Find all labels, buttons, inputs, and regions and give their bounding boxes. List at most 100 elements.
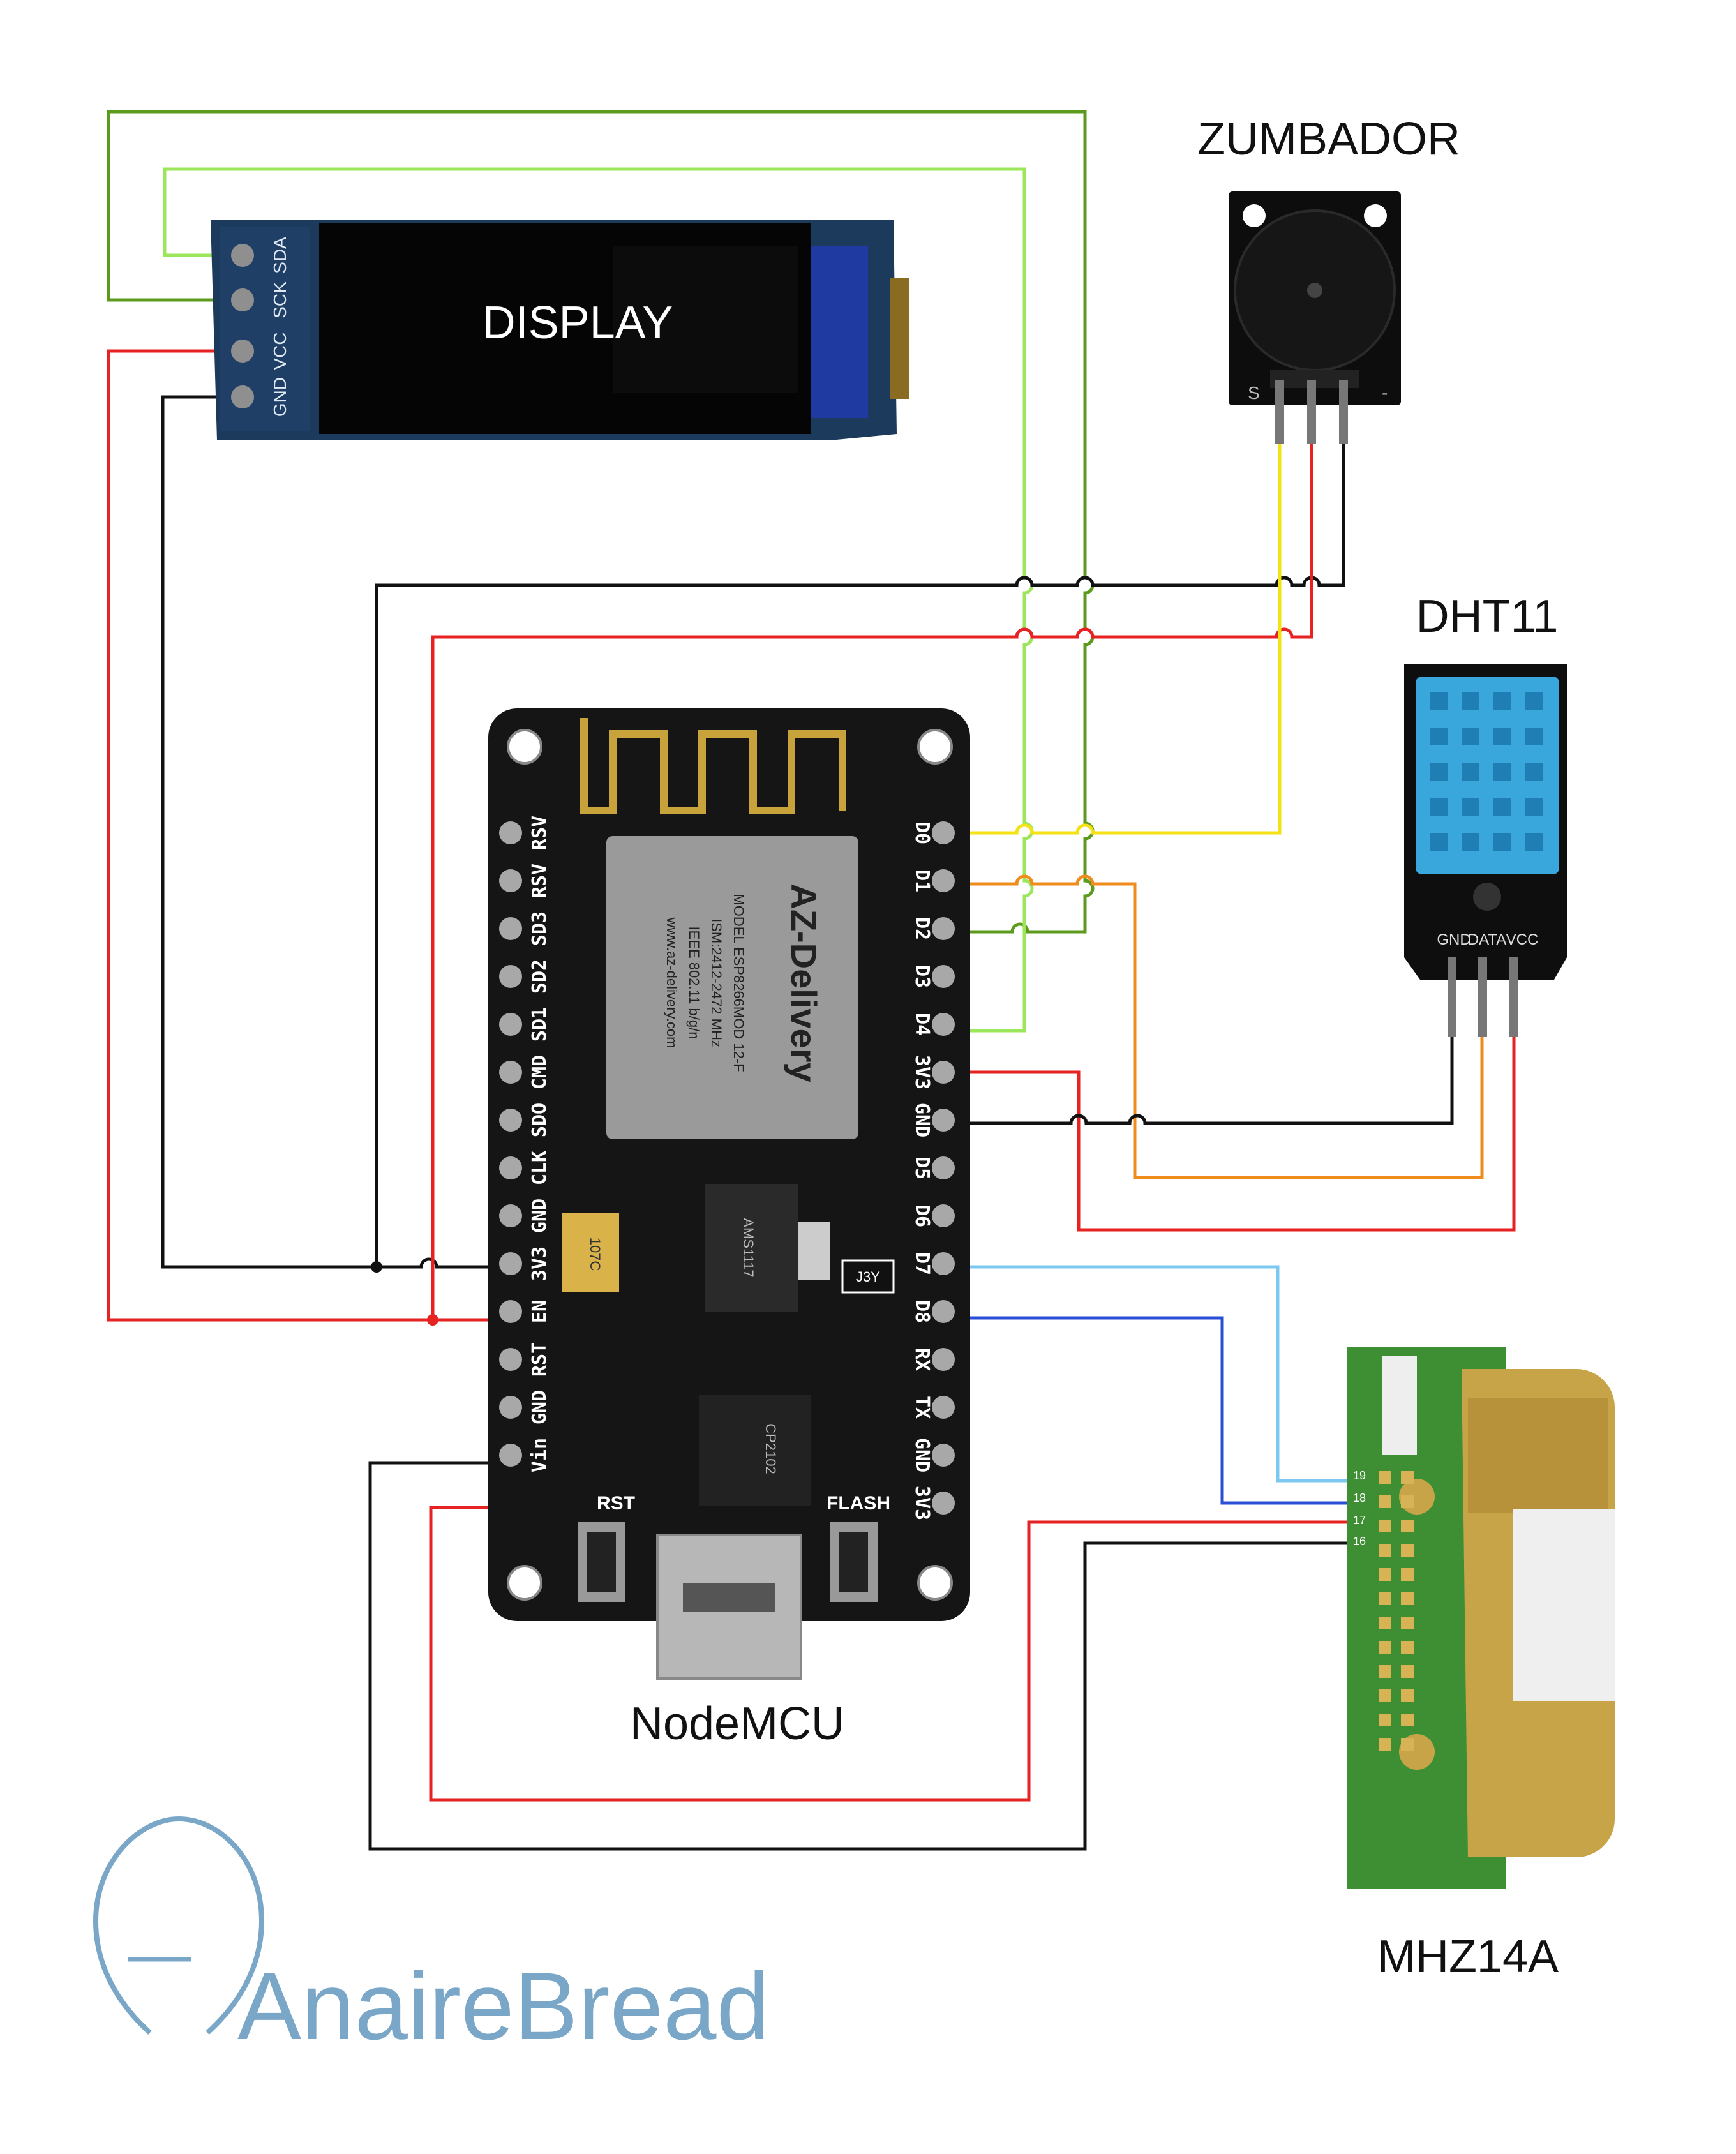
junction-dots [371, 1261, 438, 1326]
display-pin-label-sda: SDA [270, 237, 290, 274]
anaire-logo: AnaireBread [93, 1816, 770, 2060]
co2-pad [1401, 1665, 1414, 1678]
buzzer-module: ZUMBADOR S - [1197, 114, 1460, 444]
esp-ieee: IEEE 802.11 b/g/n [686, 927, 702, 1040]
logo-text: AnaireBread [237, 1952, 770, 2060]
mcu-pin-left-gnd-8 [499, 1204, 522, 1227]
co2-pad [1379, 1544, 1391, 1557]
co2-pad [1401, 1738, 1414, 1751]
mcu-pin-left-rsv-0 [499, 821, 522, 844]
display-pin-sck [231, 288, 254, 311]
display-pin-label-gnd: GND [270, 377, 290, 417]
wire-oled-vcc [107, 349, 493, 1322]
wire-oled-gnd [161, 395, 493, 1269]
mcu-pin-left-rst-11 [499, 1348, 522, 1371]
mcu-pin-label-right-10: D8 [911, 1300, 933, 1323]
mcu-pin-left-gnd-12 [499, 1396, 522, 1419]
wire-dht-vcc [951, 1034, 1516, 1232]
usb-chip-text: CP2102 [763, 1423, 779, 1474]
mcu-pin-label-right-7: D5 [911, 1156, 933, 1179]
mcu-pin-label-left-4: SD1 [528, 1007, 551, 1042]
diode-label: J3Y [856, 1269, 880, 1285]
mcu-pin-label-right-0: D0 [911, 821, 933, 844]
wire-co2-vcc [429, 1506, 1353, 1802]
co2-pin-19: 19 [1353, 1469, 1366, 1482]
mcu-pin-right-rx-11 [932, 1348, 955, 1371]
wire-co2-gnd [368, 1461, 1353, 1851]
co2-pin-17: 17 [1353, 1514, 1366, 1527]
buzzer-pin-s: S [1248, 383, 1260, 403]
display-title: DISPLAY [483, 297, 673, 348]
mcu-pin-right-d6-8 [932, 1204, 955, 1227]
co2-pad [1379, 1665, 1391, 1678]
mcu-pin-label-right-4: D4 [911, 1013, 933, 1036]
co2-pad [1379, 1471, 1391, 1484]
mcu-pin-label-left-7: CLK [528, 1151, 551, 1185]
mcu-pin-label-right-9: D7 [911, 1252, 933, 1275]
mcu-pin-label-right-2: D2 [911, 917, 933, 940]
mcu-pin-label-left-3: SD2 [528, 959, 551, 994]
mcu-pin-label-right-3: D3 [911, 965, 933, 988]
display-pin-vcc [231, 340, 254, 363]
mcu-pin-label-left-13: Vin [528, 1438, 551, 1472]
co2-pad [1379, 1617, 1391, 1629]
co2-pad [1401, 1617, 1414, 1629]
buzzer-title: ZUMBADOR [1197, 114, 1460, 165]
cap-text: 107C [587, 1238, 603, 1271]
mcu-pin-left-clk-7 [499, 1156, 522, 1179]
mcu-title: NodeMCU [630, 1698, 844, 1749]
wire-buzzer-gnd [375, 440, 1345, 1267]
mcu-pin-left-sdo-6 [499, 1109, 522, 1132]
mcu-pin-label-right-8: D6 [911, 1204, 933, 1227]
mcu-pin-right-d1-1 [932, 869, 955, 892]
display-pin-gnd [231, 385, 254, 408]
dht-pin-vcc: VCC [1506, 931, 1539, 948]
nodemcu-board: AZ-Delivery MODEL ESP8266MOD 12-F ISM:24… [488, 708, 970, 1680]
mcu-pin-label-left-8: GND [528, 1199, 551, 1233]
mcu-pin-right-gnd-13 [932, 1444, 955, 1467]
co2-pad [1379, 1738, 1391, 1751]
co2-pad [1401, 1714, 1414, 1726]
mcu-pin-right-d5-7 [932, 1156, 955, 1179]
rst-button-label: RST [597, 1493, 635, 1514]
esp-url: www.az-delivery.com [664, 917, 680, 1049]
mcu-pin-right-d3-3 [932, 965, 955, 988]
co2-pad [1401, 1641, 1414, 1654]
co2-pad [1379, 1714, 1391, 1726]
display-pin-sda [231, 244, 254, 267]
mcu-pin-label-right-14: 3V3 [911, 1486, 933, 1520]
co2-pad [1401, 1495, 1414, 1508]
co2-pad [1379, 1568, 1391, 1581]
esp-brand: AZ-Delivery [784, 883, 824, 1082]
mcu-pin-right-d0-0 [932, 821, 955, 844]
mcu-pin-label-left-5: CMD [528, 1055, 551, 1089]
mcu-pin-left-en-10 [499, 1300, 522, 1323]
mcu-pin-label-left-10: EN [528, 1300, 551, 1323]
regulator-text: AMS1117 [740, 1218, 756, 1277]
mcu-pin-label-right-13: GND [911, 1438, 933, 1472]
oled-display: SDA SCK VCC GND DISPLAY [211, 220, 909, 440]
display-pin-label-vcc: VCC [270, 332, 290, 370]
mcu-pin-right-gnd-6 [932, 1109, 955, 1132]
mcu-pin-label-right-1: D1 [911, 869, 933, 892]
wire-co2-tx [951, 1265, 1353, 1483]
mcu-pin-right-3v3-5 [932, 1061, 955, 1084]
mcu-pin-left-cmd-5 [499, 1061, 522, 1084]
buzzer-pin-minus: - [1382, 383, 1388, 403]
mcu-pin-right-d4-4 [932, 1013, 955, 1036]
mcu-pin-label-left-1: RSV [528, 864, 551, 898]
wire-buzzer-signal [951, 440, 1282, 835]
dht-pin-gnd: GND [1437, 931, 1470, 948]
mcu-pin-left-sd2-3 [499, 965, 522, 988]
co2-pad [1379, 1520, 1391, 1532]
wire-dht-gnd [951, 1034, 1454, 1125]
co2-pad [1379, 1592, 1391, 1605]
co2-pad [1401, 1568, 1414, 1581]
mcu-pin-label-left-11: RST [528, 1342, 551, 1377]
mcu-pin-left-sd3-2 [499, 917, 522, 940]
mcu-pin-left-rsv-1 [499, 869, 522, 892]
co2-pin-18: 18 [1353, 1492, 1366, 1504]
mcu-pin-label-left-9: 3V3 [528, 1246, 551, 1281]
co2-pin-16: 16 [1353, 1535, 1366, 1548]
